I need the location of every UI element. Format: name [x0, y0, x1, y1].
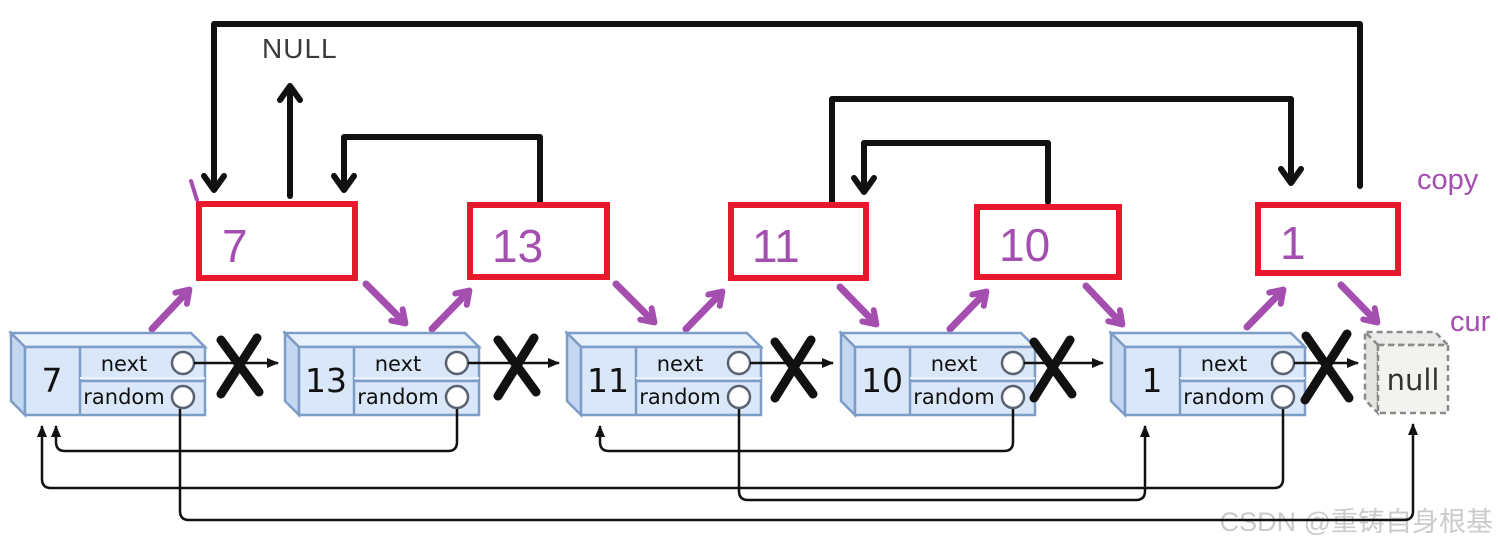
node-next-label: next	[375, 352, 422, 376]
node-top-face	[837, 331, 1039, 349]
node-next-pointer-dot	[1000, 350, 1026, 376]
orig-random-curve-1-to-7	[37, 409, 1285, 490]
node-next-pointer-dot	[444, 350, 470, 376]
node-random-pointer-dot	[1270, 384, 1296, 410]
copy-box-10	[974, 204, 1122, 280]
watermark-text: CSDN @重铸自身根基	[1220, 507, 1493, 537]
node-random-pointer-dot	[444, 384, 470, 410]
node-top-face	[281, 331, 483, 349]
x-mark-next-13-11	[493, 333, 541, 401]
list-node-13: 13 next random	[281, 329, 483, 419]
null-pointer-label: NULL	[262, 33, 338, 64]
node-top-face	[1107, 331, 1309, 349]
node-left-face	[283, 329, 301, 419]
x-mark-next-11-10	[770, 335, 818, 403]
node-random-label: random	[1183, 385, 1264, 409]
orig-random-curve-11-to-1	[737, 409, 1150, 502]
purple-arrow-node13-to-copy13	[428, 287, 473, 333]
copy-random-arrow-10-to-11	[851, 140, 1051, 205]
node-random-pointer-dot	[726, 384, 752, 410]
purple-arrow-copy11-down	[836, 283, 880, 328]
x-mark-next-1-null	[1300, 329, 1354, 405]
node-left-face	[839, 329, 857, 419]
copy-box-13	[467, 202, 610, 280]
node-value: 1	[1142, 361, 1163, 400]
node-value: 11	[587, 361, 629, 400]
list-node-11: 11 next random	[563, 329, 765, 419]
copy-row: 7 13 11 10 1	[196, 201, 1401, 281]
node-random-label: random	[639, 385, 720, 409]
copy-box-11-value: 11	[752, 220, 800, 272]
node-random-pointer-dot	[170, 384, 196, 410]
orig-random-curve-7-to-null	[178, 409, 1418, 522]
copy-box-10-value: 10	[999, 219, 1050, 271]
purple-arrow-copy1-down	[1337, 281, 1381, 326]
node-next-label: next	[1201, 352, 1248, 376]
node-random-label: random	[83, 385, 164, 409]
node-left-face	[9, 329, 27, 419]
purple-arrow-node11-to-copy11	[682, 288, 726, 333]
node-random-label: random	[913, 385, 994, 409]
node-next-label: next	[657, 352, 704, 376]
node-next-label: next	[931, 352, 978, 376]
orig-random-curve-10-to-11	[595, 409, 1015, 453]
node-next-pointer-dot	[170, 350, 196, 376]
copy-box-7	[196, 201, 358, 281]
copy-box-1	[1255, 202, 1401, 276]
node-random-pointer-dot	[1000, 384, 1026, 410]
purple-arrow-node7-to-copy7	[148, 286, 193, 333]
list-node-7: 7 next random	[7, 329, 209, 419]
node-value: 13	[305, 361, 347, 400]
node-top-face	[7, 331, 209, 349]
node-left-face	[1109, 329, 1127, 419]
purple-arrow-copy10-down	[1082, 282, 1126, 328]
purple-arrow-copy7-down	[362, 280, 409, 327]
node-left-face	[565, 329, 583, 419]
node-next-pointer-dot	[1270, 350, 1296, 376]
copy-random-arrow-11-to-1	[829, 96, 1304, 207]
node-next-pointer-dot	[726, 350, 752, 376]
copy-random-arrow-1-to-7	[201, 21, 1363, 193]
null-node-value: null	[1387, 363, 1440, 397]
purple-arrow-node10-to-copy10	[946, 288, 990, 333]
purple-arrow-node1-to-copy1	[1243, 286, 1287, 331]
null-box-left-face	[1363, 328, 1380, 417]
node-value: 7	[42, 361, 63, 400]
copy-box-11	[728, 202, 869, 281]
node-next-label: next	[101, 352, 148, 376]
copy-box-7-value: 7	[222, 220, 248, 272]
copy-box-13-value: 13	[492, 220, 543, 272]
copy-row-label: copy	[1417, 164, 1479, 196]
x-mark-next-10-1	[1029, 335, 1077, 403]
node-value: 10	[861, 361, 903, 400]
x-mark-next-7-13	[216, 333, 264, 399]
null-tail-node: null	[1361, 328, 1452, 417]
copy-box-1-value: 1	[1280, 217, 1306, 269]
null-box-front-face	[1376, 343, 1450, 415]
cur-pointer-label: cur	[1450, 306, 1491, 338]
list-node-10: 10 next random	[837, 329, 1039, 419]
node-top-face	[563, 331, 765, 349]
orig-random-curve-13-to-7	[51, 409, 459, 453]
purple-tick-mark	[189, 179, 199, 202]
copy-random-arrow-13-to-7	[331, 134, 543, 205]
list-node-1: 1 next random	[1107, 329, 1309, 419]
purple-arrow-copy13-down	[612, 280, 658, 326]
node-random-label: random	[357, 385, 438, 409]
